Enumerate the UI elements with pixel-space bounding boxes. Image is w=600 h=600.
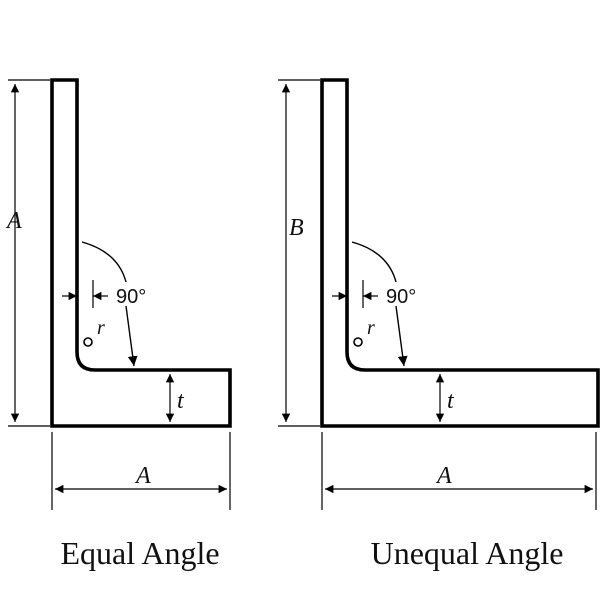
equal-angle-angle-leader: [125, 305, 138, 367]
unequal-angle-angle-label: 90°: [386, 286, 416, 308]
equal-angle-angle-label: 90°: [116, 286, 146, 308]
unequal-angle-angle-leader: [395, 305, 408, 367]
equal-angle-figure: A A t r 90° Equal Angle: [5, 78, 232, 571]
unequal-angle-caption: Unequal Angle: [371, 535, 564, 571]
unequal-angle-right-angle-arc: [351, 241, 397, 283]
equal-angle-radius-label: r: [97, 317, 105, 339]
unequal-angle-figure: B A t r 90° Unequal Angle: [278, 78, 600, 571]
unequal-angle-horizontal-leg-label: A: [435, 463, 452, 489]
equal-angle-thickness-label: t: [177, 388, 185, 414]
equal-angle-vertical-leg-label: A: [5, 208, 22, 234]
equal-angle-caption: Equal Angle: [60, 535, 219, 571]
unequal-angle-radius-center: [353, 337, 363, 347]
unequal-angle-thickness-label: t: [447, 388, 455, 414]
equal-angle-radius-center: [83, 337, 93, 347]
unequal-angle-profile: [320, 78, 600, 428]
unequal-angle-radius-label: r: [367, 317, 375, 339]
equal-angle-horizontal-leg-label: A: [134, 463, 151, 489]
equal-angle-right-angle-arc: [81, 241, 127, 283]
unequal-angle-vertical-leg-label: B: [289, 215, 304, 241]
equal-angle-profile: [50, 78, 232, 428]
